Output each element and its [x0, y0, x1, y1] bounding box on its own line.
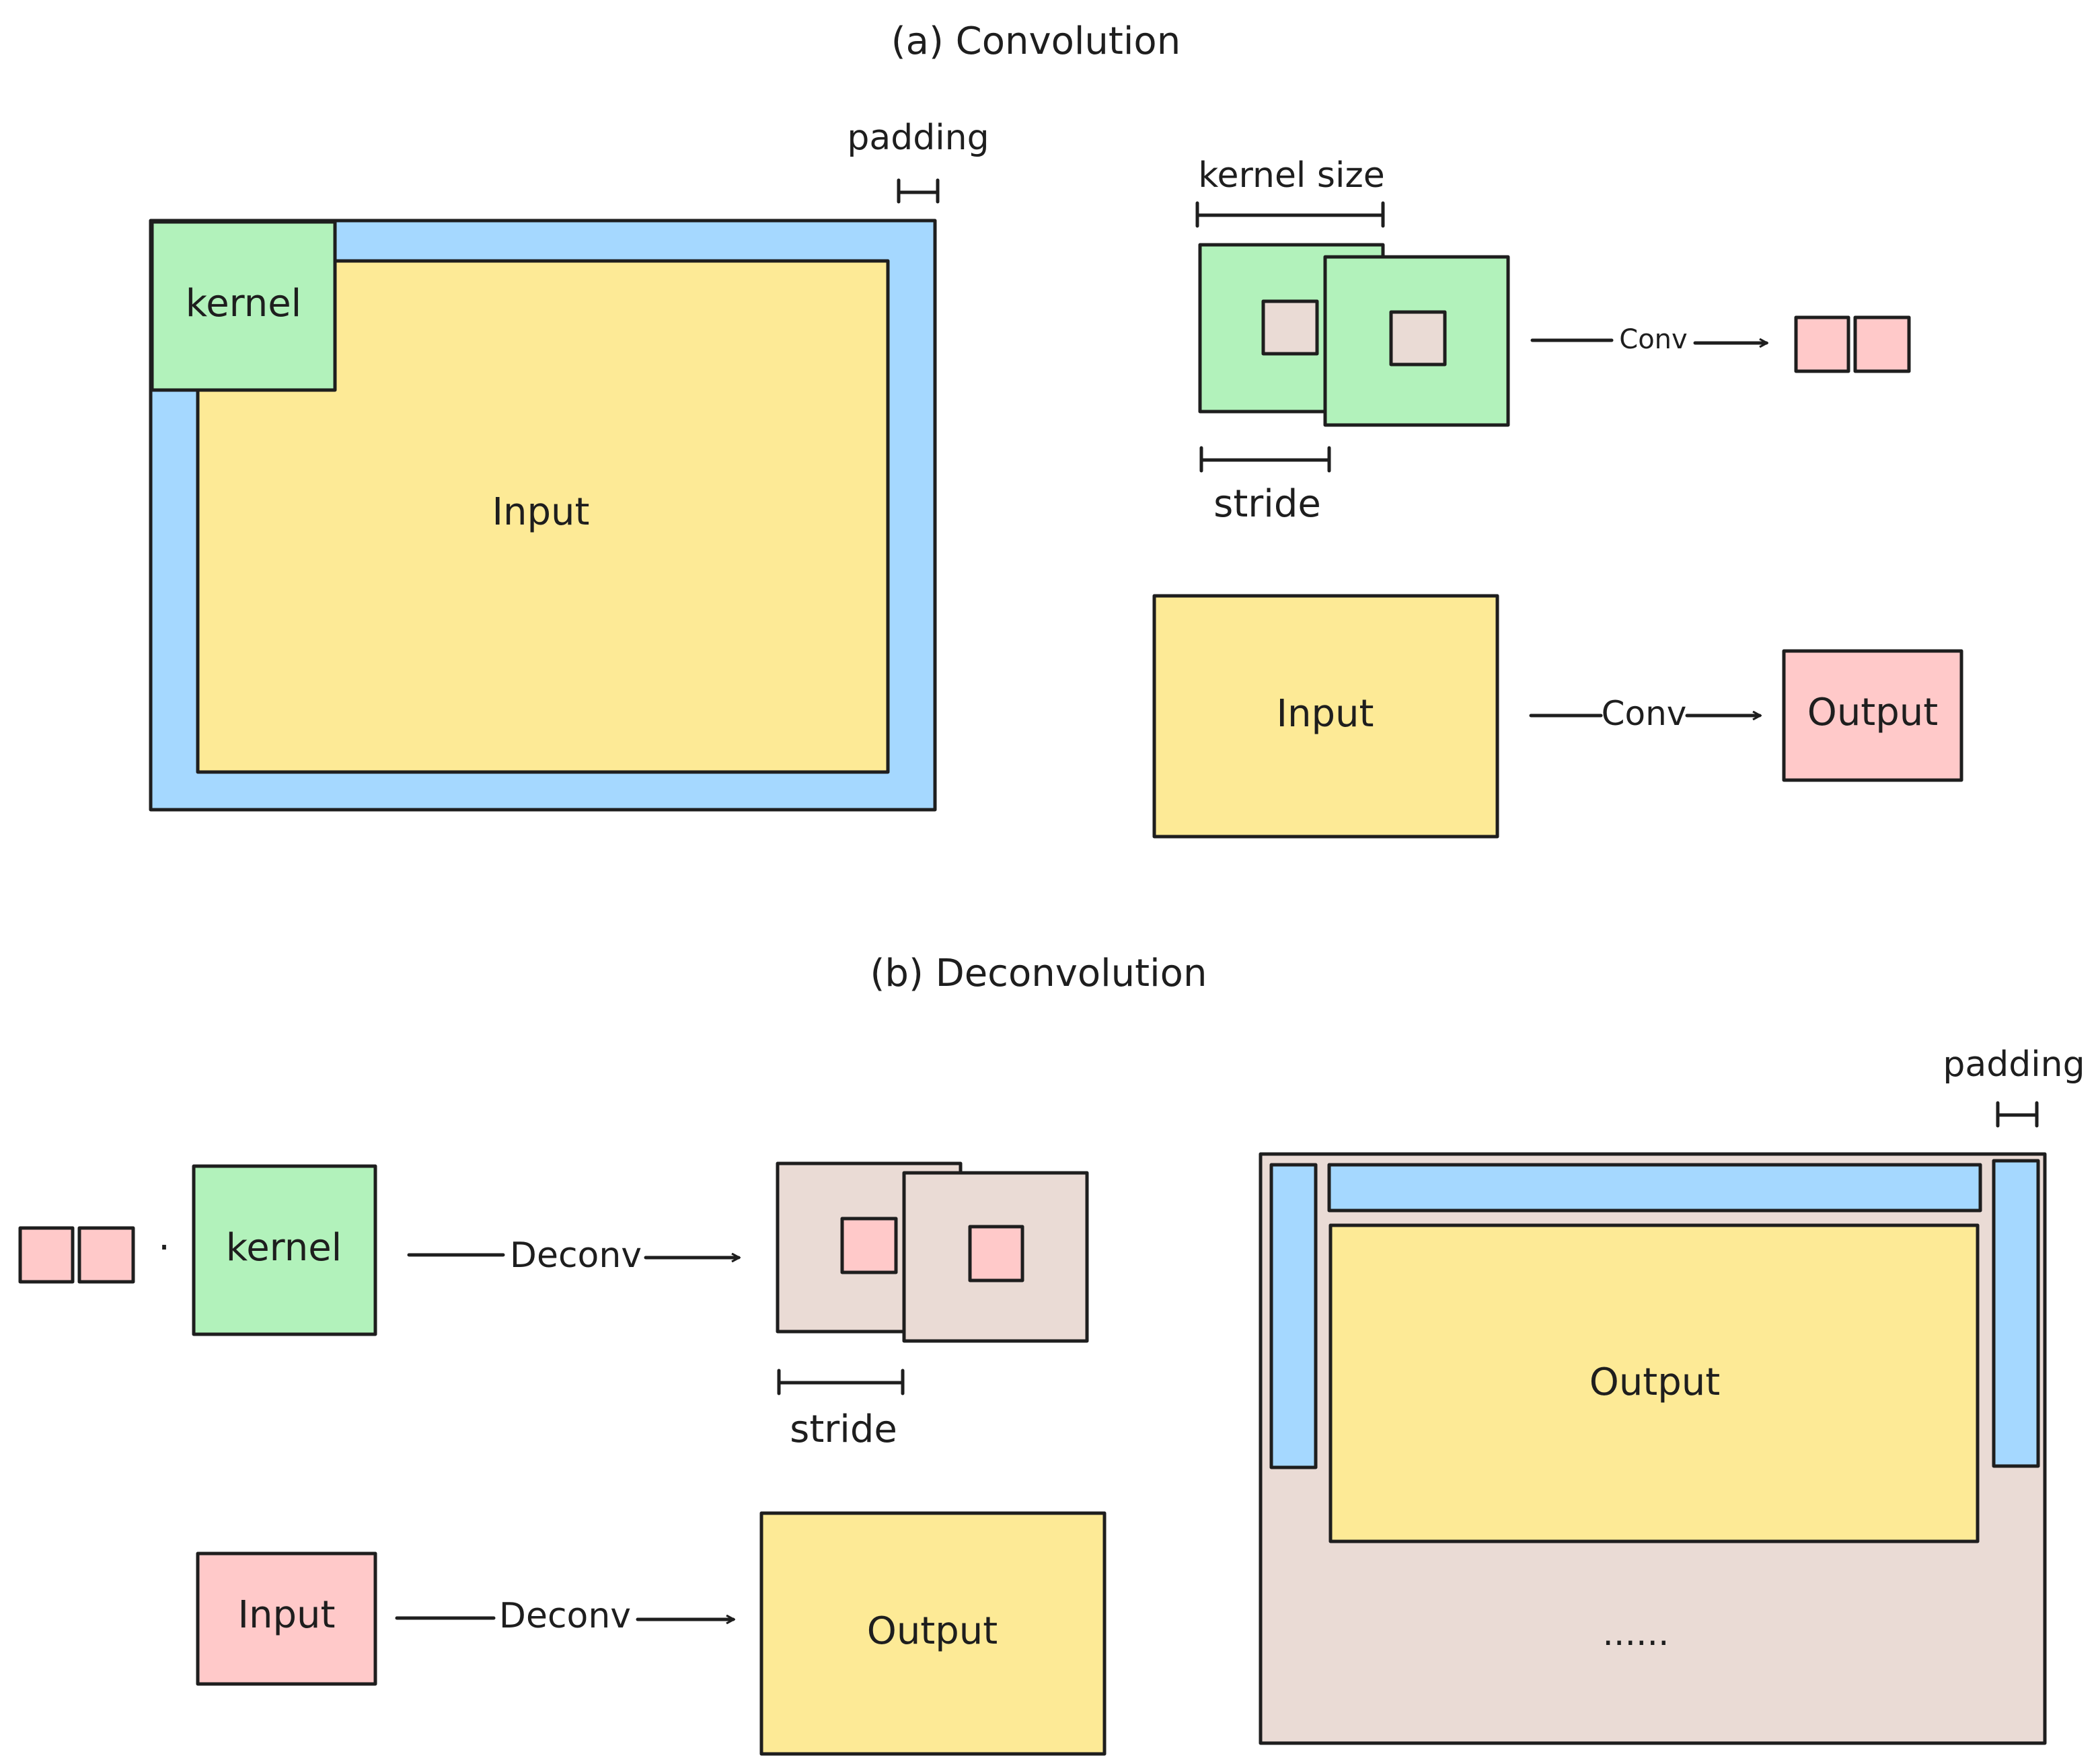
kernel-center-2: [1389, 310, 1447, 367]
kernel-label: kernel: [186, 282, 301, 325]
padding-strip-top: [1327, 1163, 1982, 1213]
big-output-region: [1328, 1223, 1980, 1543]
output-pixel-2: [1853, 315, 1911, 373]
deconv-center-2: [968, 1225, 1024, 1282]
padding-label-b: padding: [1943, 1044, 2085, 1085]
conv-arrow-2-label: Conv: [1602, 694, 1687, 733]
padding-indicator-b: [1996, 1101, 2039, 1128]
padding-label-a: padding: [847, 118, 989, 158]
ellipsis-label: ......: [1602, 1613, 1669, 1654]
output-pixel-1: [1794, 315, 1850, 373]
kernel-label-b: kernel: [226, 1226, 342, 1270]
padding-strip-left: [1269, 1163, 1318, 1469]
deconv-arrow-2-label: Deconv: [499, 1596, 631, 1636]
stride-label-b: stride: [790, 1408, 897, 1451]
input-label-large: Input: [492, 490, 589, 534]
input-pixel-2: [77, 1226, 135, 1284]
input-box-b: [196, 1551, 377, 1686]
kernel-size-indicator: [1195, 201, 1385, 228]
section-b-title: (b) Deconvolution: [870, 952, 1207, 995]
padding-indicator-a: [897, 178, 940, 204]
input-box-a: [1152, 594, 1499, 839]
big-output-label: Output: [1589, 1360, 1721, 1404]
output-box-b-label: Output: [867, 1609, 998, 1653]
input-box-b-label: Input: [237, 1593, 335, 1637]
deconv-arrow-1: [407, 1255, 739, 1258]
deconv-arrow-2: [395, 1618, 733, 1619]
kernel-box-b: [192, 1164, 377, 1336]
input-box-a-label: Input: [1276, 692, 1374, 736]
stride-indicator-a: [1199, 446, 1331, 473]
input-pixel-1: [18, 1226, 75, 1284]
padding-strip-right: [1992, 1159, 2040, 1468]
output-box-a: [1782, 649, 1963, 782]
deconv-center-1: [840, 1217, 898, 1274]
conv-arrow-1: [1530, 340, 1766, 343]
kernel-center-1: [1261, 299, 1319, 356]
dot-operator: ·: [158, 1226, 170, 1270]
stride-label-a: stride: [1213, 482, 1321, 526]
section-a-title: (a) Convolution: [891, 20, 1181, 63]
deconv-arrow-1-label: Deconv: [510, 1235, 642, 1276]
stride-indicator-b: [777, 1369, 905, 1395]
kernel-box: [150, 220, 337, 392]
output-box-a-label: Output: [1807, 691, 1939, 734]
input-region-large: [196, 259, 890, 774]
kernel-size-label: kernel size: [1198, 155, 1384, 196]
conv-arrow-1-label: Conv: [1619, 324, 1687, 355]
output-box-b: [759, 1511, 1107, 1756]
